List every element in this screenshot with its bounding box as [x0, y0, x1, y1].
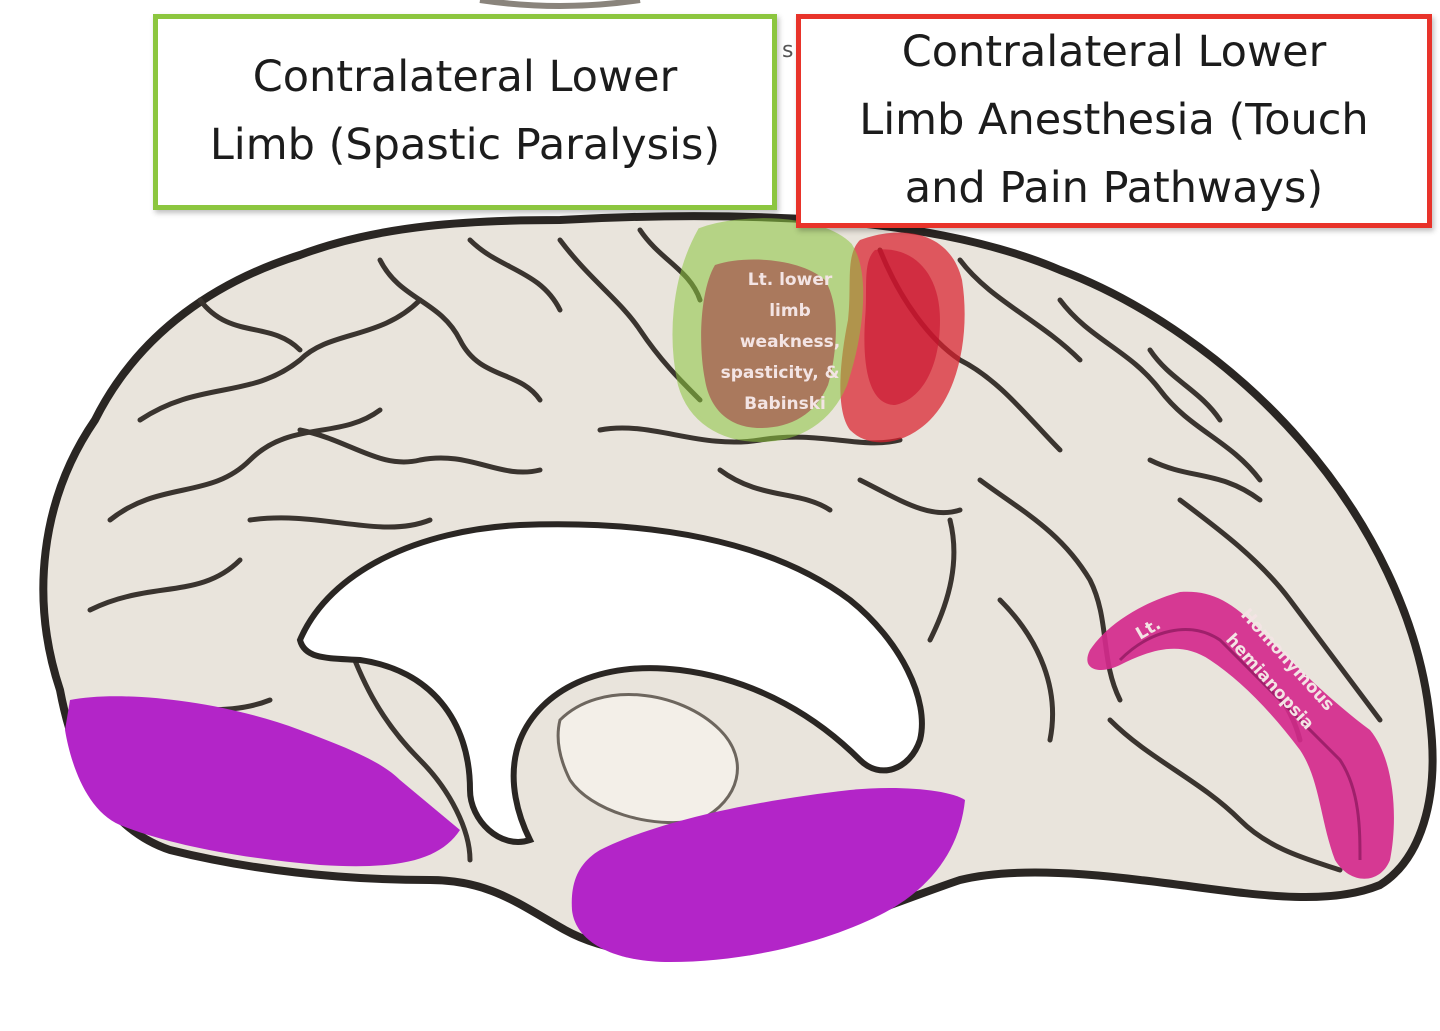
callout-sensory-line3: and Pain Pathways) [904, 162, 1324, 213]
temporal-purple-region [571, 788, 965, 962]
callout-motor: Contralateral Lower Limb (Spastic Paraly… [153, 14, 777, 210]
thalamus-shading [556, 693, 739, 825]
paracentral-label-line: Babinski [744, 394, 826, 414]
motor-red-overlay [701, 259, 836, 428]
callout-motor-line2: Limb (Spastic Paralysis) [209, 120, 721, 170]
occipital-magenta-region [1087, 591, 1394, 879]
callout-sensory: Contralateral Lower Limb Anesthesia (Tou… [796, 14, 1432, 228]
occipital-sulcus-line [1118, 628, 1362, 861]
paracentral-label-line: weakness, [740, 332, 840, 352]
corpus-callosum-cavity [296, 521, 925, 845]
paracentral-label-group: Lt. lower limb weakness, spasticity, & B… [721, 270, 841, 414]
partial-text: s [782, 38, 794, 63]
paracentral-label-line: Lt. lower [748, 270, 833, 290]
frontal-purple-region [65, 696, 460, 867]
paracentral-label-line: limb [769, 301, 811, 321]
callout-motor-line1: Contralateral Lower [252, 52, 678, 103]
cropped-shape [479, 0, 641, 9]
callout-sensory-line1: Contralateral Lower [901, 27, 1327, 78]
callout-sensory-line2: Limb Anesthesia (Touch [859, 95, 1369, 146]
paracentral-label-line: spasticity, & [721, 363, 840, 383]
sensory-red-core [864, 249, 940, 405]
